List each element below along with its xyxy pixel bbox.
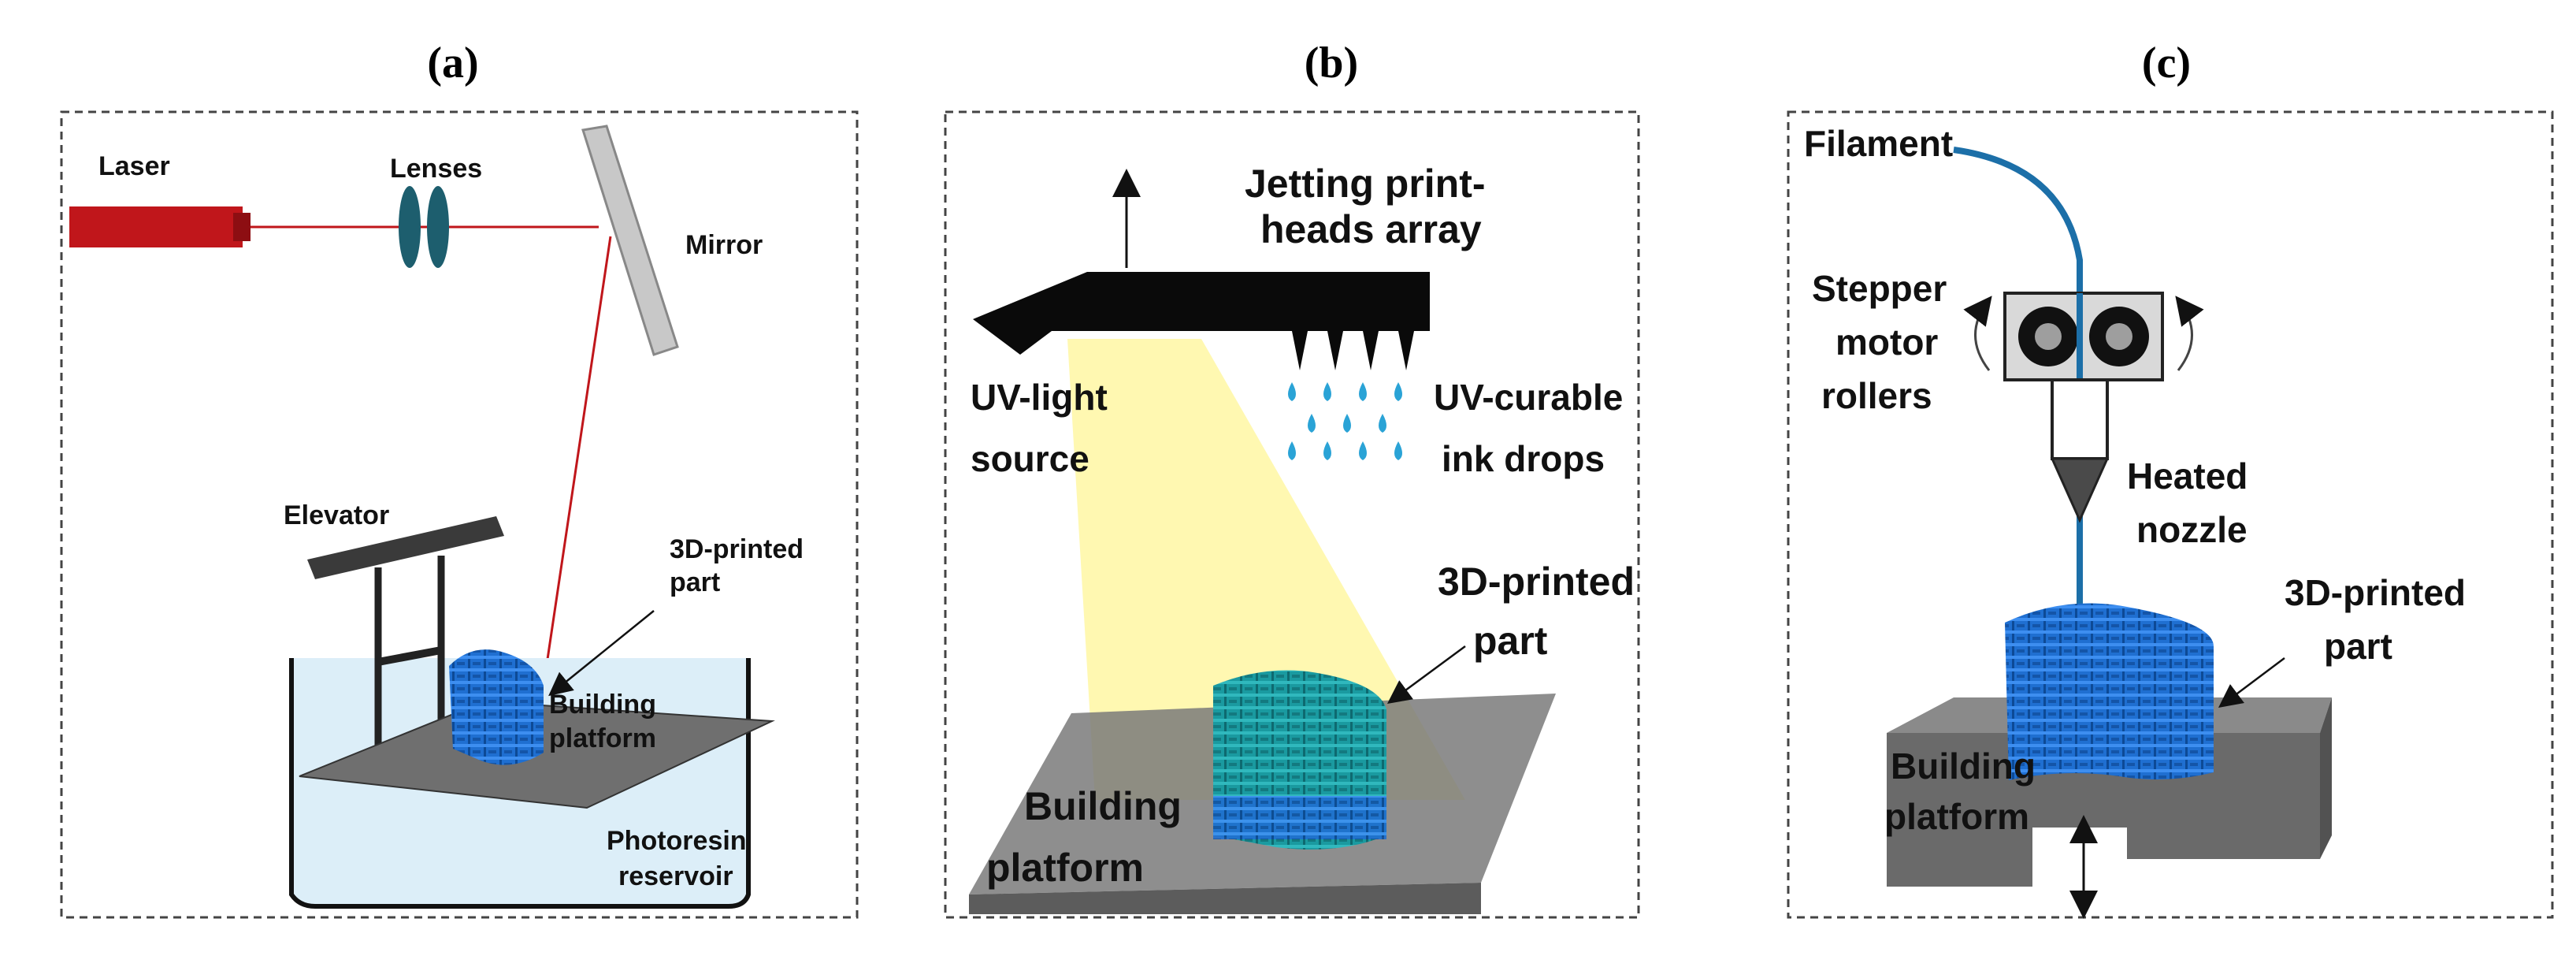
nozzle-1 [1292,331,1308,370]
lens-2 [427,186,449,268]
laser-body [69,206,243,247]
label-heads-2: heads array [1260,207,1482,251]
building-platform-b-side [969,883,1481,914]
reflected-beam [542,236,612,686]
label-part-a-1: 3D-printed [670,534,804,564]
rotation-arrow-right [2175,296,2204,371]
printhead-array [973,272,1430,355]
label-part-b-2: part [1473,619,1548,663]
roller-left-hub [2035,323,2062,350]
printed-part-c [2005,603,2214,780]
panel-b-letter: (b) [1305,39,1358,87]
elevator-top [307,516,504,579]
label-reservoir-2: reservoir [618,861,733,891]
uv-light-cone [1067,339,1465,800]
building-platform-c-side [2320,697,2332,859]
label-lenses: Lenses [390,154,482,184]
label-stepper-1: Stepper [1812,268,1947,309]
label-nozzle-1: Heated [2127,456,2248,497]
printed-part-b-base [1213,796,1386,839]
heated-nozzle [2050,457,2110,523]
label-nozzle-2: nozzle [2136,509,2248,550]
label-part-a-2: part [670,567,720,597]
panel-b: (b) Jetting [944,39,1640,919]
panel-c-letter: (c) [2142,39,2191,87]
elevator-crossbar [377,646,442,666]
label-filament: Filament [1804,123,1953,164]
label-elevator: Elevator [284,500,389,530]
panel-a-frame [60,110,859,919]
mirror [581,125,679,356]
label-platform-a-2: platform [549,723,656,753]
lens-1 [399,186,421,268]
label-uv-1: UV-light [971,377,1108,418]
nozzle-2 [1327,331,1343,370]
label-ink-2: ink drops [1442,438,1605,479]
filament-strand [1953,147,2083,607]
label-ink-1: UV-curable [1434,377,1623,418]
part-b-arrow [1386,645,1466,704]
part-a-arrow [548,610,655,697]
label-platform-a-1: Building [549,690,656,720]
ink-drops [1288,382,1402,460]
panel-c: (c) Filament Stepper motor rollers Heate… [1787,39,2554,919]
panel-a-letter: (a) [427,39,478,87]
label-reservoir-1: Photoresin [607,826,747,856]
label-platform-c-1: Building [1891,746,2036,787]
label-part-b-1: 3D-printed [1438,560,1635,604]
label-heads-1: Jetting print- [1245,162,1486,206]
label-mirror: Mirror [685,230,763,260]
label-platform-b-1: Building [1024,784,1182,828]
rotation-arrow-left [1963,296,1992,371]
label-stepper-3: rollers [1821,375,1932,416]
label-laser: Laser [98,151,170,181]
part-c-arrow [2218,657,2285,708]
roller-right-hub [2106,323,2132,350]
label-part-c-1: 3D-printed [2285,572,2466,613]
label-platform-c-2: platform [1884,796,2029,837]
label-stepper-2: motor [1835,322,1938,363]
nozzle-4 [1398,331,1414,370]
nozzle-3 [1363,331,1379,370]
label-uv-2: source [971,438,1089,479]
panel-c-frame [1787,110,2554,919]
laser-tip [233,213,251,241]
nozzle-body [2051,378,2109,460]
label-platform-b-2: platform [986,846,1144,890]
label-part-c-2: part [2324,626,2392,667]
printed-part-a [449,649,544,765]
panel-a: (a) Laser Lenses Mirror Elevator 3D-prin… [60,39,859,919]
